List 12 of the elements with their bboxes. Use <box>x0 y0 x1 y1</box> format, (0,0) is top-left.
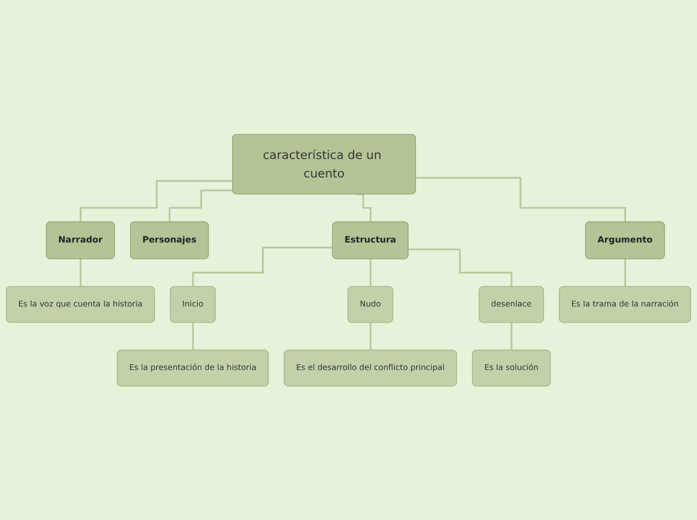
connector <box>80 258 82 288</box>
connector <box>510 322 513 352</box>
connector <box>416 176 626 223</box>
connector <box>192 322 194 352</box>
connector <box>356 193 372 223</box>
connector <box>370 258 372 288</box>
connector <box>80 180 234 223</box>
connector <box>408 248 513 288</box>
connector <box>370 322 372 352</box>
connector <box>192 246 333 288</box>
connector <box>624 258 626 288</box>
connector <box>168 189 234 223</box>
